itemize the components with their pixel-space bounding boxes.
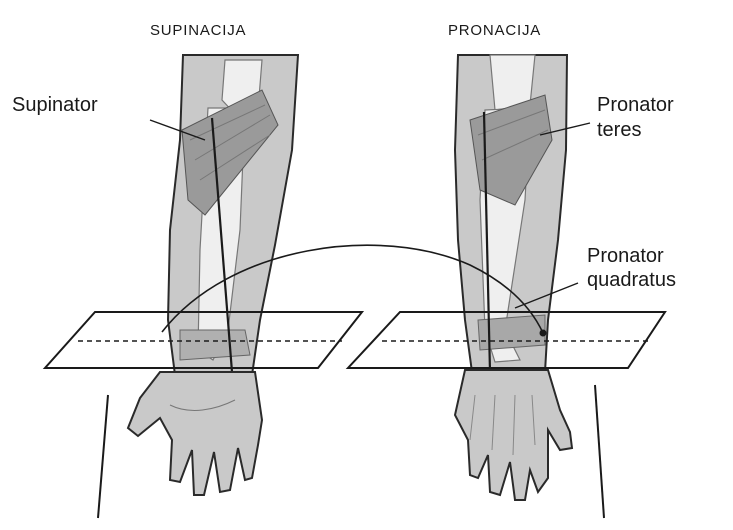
supination-heading: SUPINACIJA (150, 23, 246, 38)
pronation-forearm (455, 55, 572, 500)
pronator-teres-label-line2: teres (597, 120, 641, 140)
pronator-quadratus-label-line2: quadratus (587, 270, 676, 290)
pronator-teres-label-line1: Pronator (597, 95, 674, 115)
pronator-quadratus-label-line1: Pronator (587, 246, 664, 266)
arc-endpoint (540, 330, 547, 337)
pronation-heading: PRONACIJA (448, 23, 541, 38)
supinator-label: Supinator (12, 95, 98, 115)
right-frame-line (595, 385, 604, 518)
reference-planes (45, 312, 665, 368)
left-hand (128, 372, 262, 495)
left-frame-line (98, 395, 108, 518)
